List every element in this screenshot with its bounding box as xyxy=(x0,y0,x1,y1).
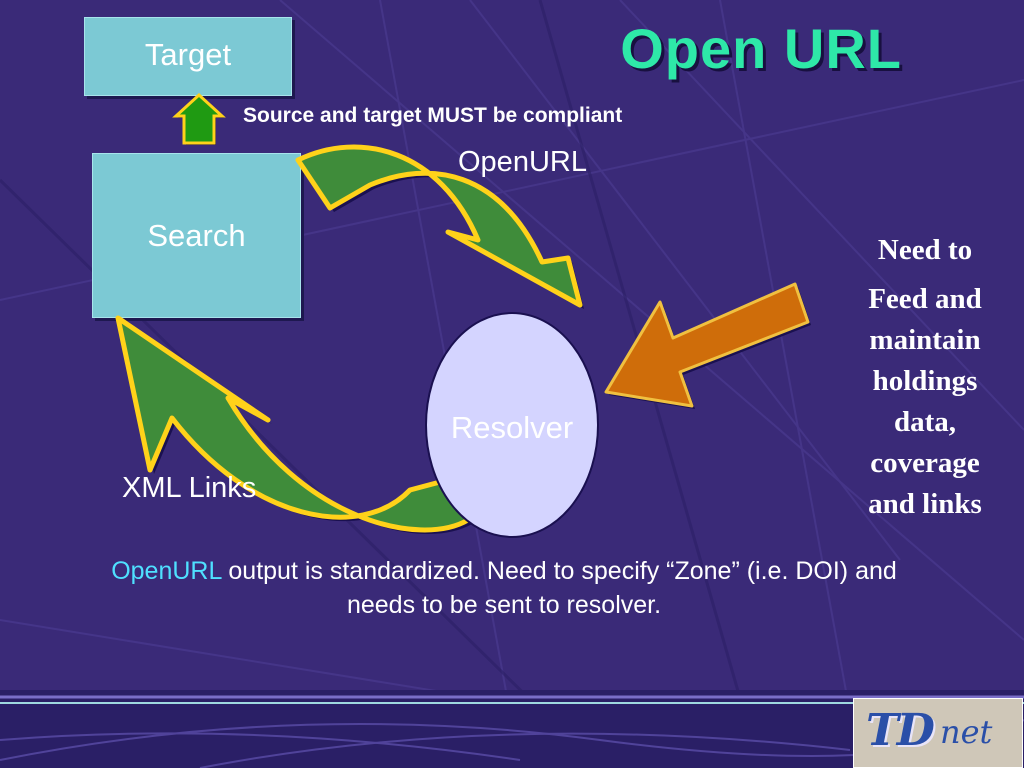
tdnet-logo: TD net xyxy=(853,698,1023,768)
search-box: Search xyxy=(92,153,301,318)
curved-arrow-icon xyxy=(115,315,472,534)
xml-links-arrow-label: XML Links xyxy=(122,472,257,504)
caption-text: output is standardized. Need to specify … xyxy=(221,557,897,619)
openurl-arrow-label: OpenURL xyxy=(458,146,587,178)
target-label: Target xyxy=(144,37,232,72)
logo-td-text: TD xyxy=(866,705,935,756)
caption-accent: OpenURL xyxy=(111,557,222,585)
slide-title: Open URL xyxy=(620,17,902,80)
left-arrow-icon xyxy=(604,282,811,409)
resolver-label: Resolver xyxy=(450,410,574,445)
up-arrow-icon xyxy=(172,92,226,145)
side-note-heading: Need to xyxy=(877,234,973,266)
side-note-body: Feed and maintain holdings data, coverag… xyxy=(868,283,982,520)
side-note: Need to Feed and maintain holdings data,… xyxy=(850,230,1000,525)
search-label: Search xyxy=(147,218,246,253)
curved-arrow-icon xyxy=(295,144,584,309)
logo-net-text: net xyxy=(940,713,993,751)
resolver-node xyxy=(425,312,599,538)
slide-caption: OpenURL output is standardized. Need to … xyxy=(100,554,908,622)
compliance-note: Source and target MUST be compliant xyxy=(243,104,623,127)
target-box: Target xyxy=(84,17,292,96)
